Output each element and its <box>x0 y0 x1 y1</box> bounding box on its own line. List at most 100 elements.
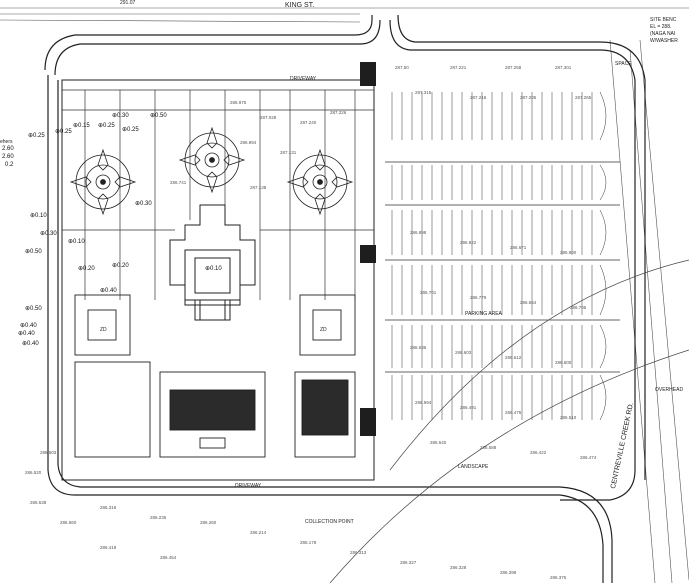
spot-elevation: 286.540 <box>430 440 447 445</box>
spot-elevation: 286.491 <box>460 405 477 410</box>
site-boundary <box>61 79 375 481</box>
grade-callout: ⊕0.50 <box>25 306 42 312</box>
grade-callout: 2.60 <box>2 154 14 160</box>
street-label-north: KING ST. <box>285 2 315 9</box>
spot-elevation: 287.131 <box>280 150 297 155</box>
spot-elevation: 286.588 <box>480 445 497 450</box>
grade-callout: ⊕0.40 <box>100 288 117 294</box>
spot-elevation: 286.538 <box>30 500 47 505</box>
building-left <box>74 294 131 356</box>
spot-elevation: 286.510 <box>560 415 577 420</box>
grade-callout: 2.60 <box>2 146 14 152</box>
spot-elevation: 286.375 <box>550 575 567 580</box>
spot-elevation: 286.316 <box>100 505 117 510</box>
zone-label-right: ZD <box>320 327 327 333</box>
parking-row-end <box>599 374 607 421</box>
spot-elevation: 286.503 <box>40 450 57 455</box>
spot-elevation: 286.701 <box>420 290 437 295</box>
spot-elevation: 286.260 <box>200 520 217 525</box>
parking-row-end <box>599 264 607 316</box>
spot-elevation: 286.214 <box>250 530 267 535</box>
arc-lines <box>329 259 689 583</box>
landscape-label: LANDSCAPE <box>458 464 489 470</box>
spot-elevation: 286.235 <box>150 515 167 520</box>
spot-elevation: 287.221 <box>450 65 467 70</box>
space-label: SPACE <box>615 61 632 67</box>
parking-lot <box>391 91 607 421</box>
spot-elevation: 286.419 <box>100 545 117 550</box>
spot-elevation: 286.600 <box>555 360 572 365</box>
spot-elevation: 286.594 <box>415 400 432 405</box>
grade-callout: ⊕0.30 <box>135 201 152 207</box>
spot-elevation: 286.898 <box>410 230 427 235</box>
collection-point-label: COLLECTION POINT <box>305 519 354 525</box>
spot-elevation: 287.216 <box>470 95 487 100</box>
plaza-grid <box>62 89 374 300</box>
top-left-spot: 291.07 <box>120 0 136 6</box>
spot-elevation: 286.398 <box>500 570 517 575</box>
spot-elevation: 287.315 <box>415 90 432 95</box>
prayer-hall <box>159 371 266 458</box>
spot-elevation: 287.138 <box>250 185 267 190</box>
parking-islands <box>385 161 620 373</box>
spot-elevation: 286.664 <box>520 300 537 305</box>
fountain-center <box>178 126 246 194</box>
spot-elevation: 286.313 <box>350 550 367 555</box>
grade-callout: ⊕0.30 <box>112 113 129 119</box>
central-temple <box>169 204 256 321</box>
spot-elevation: 287.50 <box>395 65 409 70</box>
spot-elevation: 286.636 <box>410 345 427 350</box>
grade-callout: ⊕0.40 <box>20 323 37 329</box>
parking-area-label: PARKING AREA <box>465 311 502 317</box>
grade-callout: ⊕0.20 <box>78 266 95 272</box>
grade-callout: ⊕0.25 <box>98 123 115 129</box>
spot-elevation: 287.028 <box>260 115 277 120</box>
building-right <box>299 294 356 356</box>
parking-row-end <box>599 209 607 256</box>
grade-callout: ⊕0.25 <box>122 127 139 133</box>
spot-elevation: 286.454 <box>160 555 177 560</box>
centreville-road-edge <box>609 39 689 583</box>
spot-elevation: 287.226 <box>330 110 347 115</box>
spot-elevation: 286.476 <box>505 410 522 415</box>
grade-callout: ⊕0.10 <box>68 239 85 245</box>
fountain-right <box>286 148 354 216</box>
driveway-label-north: DRIVEWAY <box>290 76 317 82</box>
spot-elevation: 286.474 <box>580 455 597 460</box>
grade-callout: ⊕0.20 <box>112 263 129 269</box>
parking-row-end <box>599 91 607 141</box>
grade-callout: 0.2 <box>5 162 14 168</box>
spot-elevation: 286.327 <box>400 560 417 565</box>
grade-callout: ⊕0.50 <box>150 113 167 119</box>
spot-elevation: 286.975 <box>230 100 247 105</box>
building-lower-left <box>74 361 151 458</box>
grade-callout: ⊕0.15 <box>73 123 90 129</box>
spot-elevation: 286.900 <box>560 250 577 255</box>
spot-elevation: 287.258 <box>505 65 522 70</box>
overhead-label: OVERHEAD <box>655 387 684 393</box>
spot-elevation: 286.822 <box>460 240 477 245</box>
spot-elevation: 286.741 <box>170 180 187 185</box>
site-bench-line-1: SITE BENC <box>650 17 677 23</box>
site-bench-line-2: EL = 288. <box>650 24 672 30</box>
spot-elevation: 286.178 <box>300 540 317 545</box>
spot-elevation: 286.612 <box>505 355 522 360</box>
spot-elevation: 286.328 <box>450 565 467 570</box>
parking-row-end <box>599 164 607 201</box>
spot-elevation: 286.520 <box>25 470 42 475</box>
spot-elevation: 286.779 <box>470 295 487 300</box>
spot-elevation: 286.705 <box>570 305 587 310</box>
site-bench-line-4: W/WASHER <box>650 38 678 44</box>
parking-row-end <box>599 324 607 369</box>
spot-elevation: 286.560 <box>60 520 77 525</box>
building-lower-right <box>294 371 356 458</box>
grade-callout: ⊕0.10 <box>205 266 222 272</box>
fountain-left <box>69 148 137 216</box>
grade-callout: ⊕0.40 <box>22 341 39 347</box>
left-edge-label: ehers <box>0 139 13 145</box>
driveway-label-south: DRIVEWAY <box>235 483 262 489</box>
spot-elevation: 286.603 <box>455 350 472 355</box>
spot-elevation: 287.265 <box>575 95 592 100</box>
grade-callout: ⊕0.30 <box>40 231 57 237</box>
